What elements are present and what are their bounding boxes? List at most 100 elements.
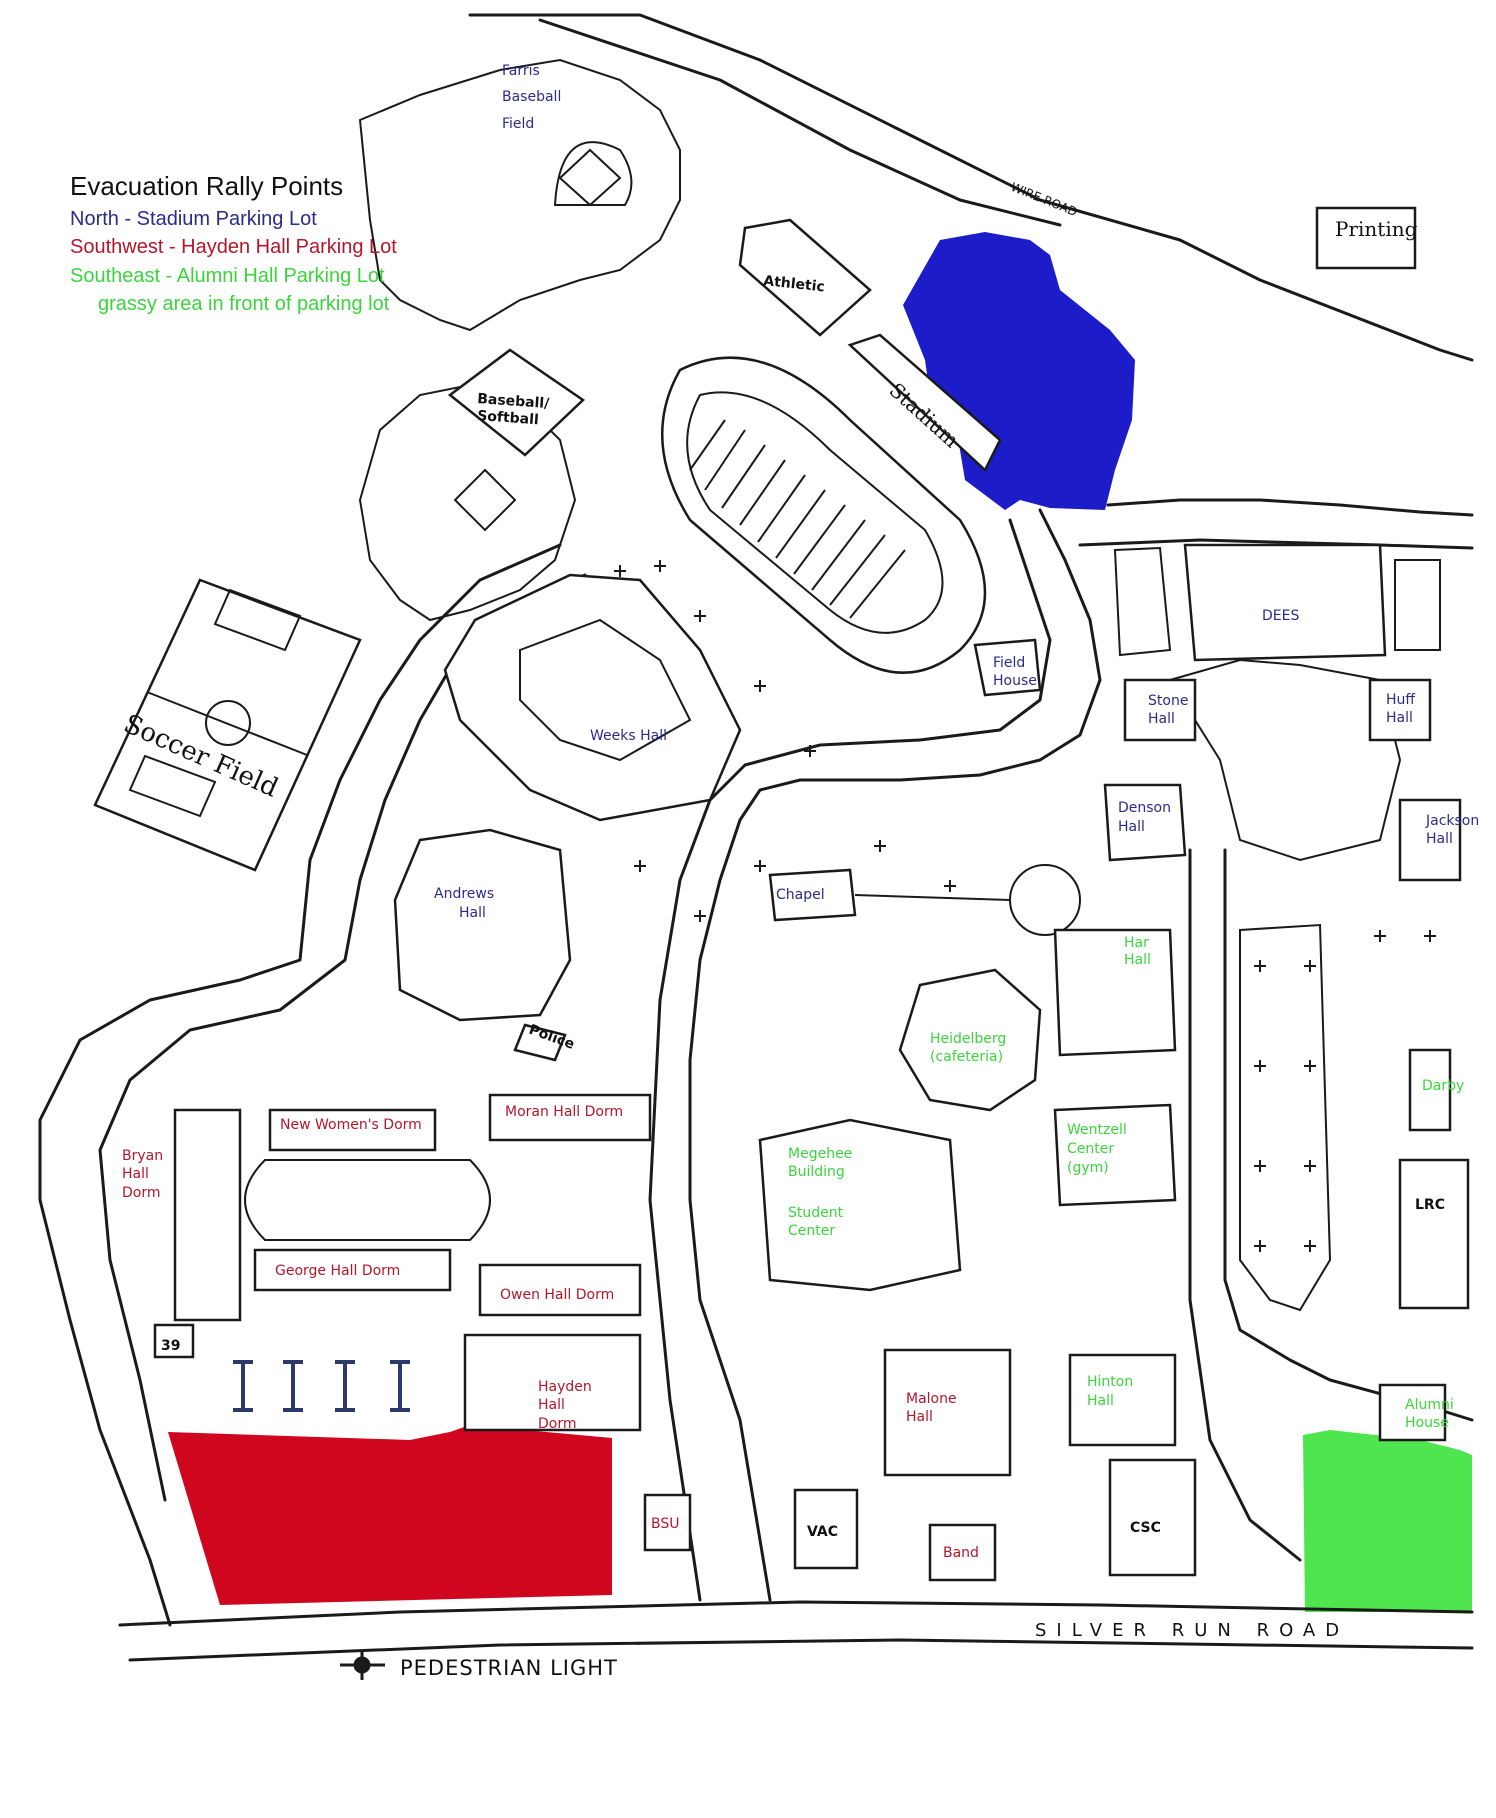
alumni-house-building — [1378, 1383, 1447, 1442]
george-hall-dorm-label: George Hall Dorm — [275, 1263, 400, 1279]
hayden-hall-label-3: Dorm — [538, 1416, 577, 1432]
farris-label-3: Field — [502, 116, 534, 132]
bryan-hall-dorm-building — [173, 1108, 242, 1322]
stadium-track — [660, 356, 987, 674]
legend-north: North - Stadium Parking Lot — [70, 208, 317, 230]
stone-hall-label-1: Stone — [1148, 693, 1188, 709]
quad-paths — [1168, 658, 1402, 862]
softball-diamond — [453, 468, 517, 532]
hinton-hall-building — [1068, 1353, 1177, 1447]
malone-hall-label-1: Malone — [906, 1391, 957, 1407]
walkway — [854, 894, 1011, 901]
dorm-oval — [244, 1159, 491, 1241]
north-lot-road — [1106, 498, 1474, 517]
printing-building — [1315, 206, 1417, 270]
baseball-softball-label-2: Softball — [477, 408, 540, 428]
darby-label: Darby — [1422, 1078, 1464, 1094]
moran-hall-dorm-label: Moran Hall Dorm — [505, 1104, 623, 1120]
field-house-label-2: House — [993, 673, 1037, 689]
dees-wing — [1113, 546, 1172, 657]
andrews-hall-building — [393, 828, 572, 1022]
heidelberg-building — [898, 968, 1042, 1112]
owen-hall-dorm-label: Owen Hall Dorm — [500, 1287, 614, 1303]
dees-label: DEES — [1262, 608, 1299, 624]
hayden-hall-label-1: Hayden — [538, 1379, 592, 1395]
stadium-building — [847, 333, 1002, 473]
farris-diamond — [558, 148, 622, 207]
malone-hall-building — [883, 1348, 1012, 1477]
band-building — [928, 1523, 997, 1582]
huff-hall-building — [1368, 678, 1432, 742]
band-label: Band — [943, 1545, 979, 1561]
athletic-label: Athletic — [763, 273, 826, 295]
owen-hall-dorm-building — [478, 1263, 642, 1317]
pedestrian-light-label: PEDESTRIAN LIGHT — [400, 1656, 618, 1680]
parking-lot-39-stalls — [233, 1360, 410, 1412]
wentzell-label-2: Center — [1067, 1141, 1114, 1157]
campus-loop-road — [688, 508, 1102, 1602]
weeks-hall-building — [443, 573, 742, 822]
hayden-hall-dorm-building — [463, 1333, 642, 1432]
wire-road-edge — [538, 18, 1062, 227]
silver-run-road — [128, 1638, 1474, 1662]
vac-building — [793, 1488, 859, 1570]
har-hall-label-1: Har — [1124, 935, 1149, 951]
megehee-label-1: Megehee — [788, 1146, 852, 1162]
farris-label-1: Farris — [502, 63, 540, 79]
moran-hall-dorm-building — [488, 1093, 652, 1142]
weeks-hall-label: Weeks Hall — [590, 728, 667, 744]
athletic-building — [738, 218, 872, 337]
soccer-field — [93, 578, 362, 872]
bryan-hall-label-1: Bryan — [122, 1148, 163, 1164]
wentzell-label-3: (gym) — [1067, 1160, 1109, 1176]
jackson-hall-label-1: Jackson — [1425, 813, 1479, 829]
weeks-hall-inner — [519, 618, 692, 762]
hayden-hall-label-2: Hall — [538, 1397, 565, 1413]
huff-hall-label-1: Huff — [1386, 692, 1415, 708]
heidelberg-label-2: (cafeteria) — [930, 1049, 1003, 1065]
southwest-rally-zone[interactable] — [168, 1425, 612, 1605]
hinton-hall-label-1: Hinton — [1087, 1374, 1133, 1390]
dees-wing — [1394, 559, 1441, 651]
baseball-softball-label-1: Baseball/ — [477, 391, 551, 412]
field-house-building — [973, 638, 1042, 697]
silver-run-road — [118, 1600, 1474, 1627]
megehee-label-2: Building — [788, 1164, 845, 1180]
andrews-hall-label-1: Andrews — [434, 886, 494, 902]
field-house-label-1: Field — [993, 655, 1025, 671]
hinton-hall-label-2: Hall — [1087, 1393, 1114, 1409]
wentzell-label-1: Wentzell — [1067, 1122, 1127, 1138]
farris-label-2: Baseball — [502, 89, 561, 105]
fountain-circle — [1009, 864, 1081, 936]
pedestrian-light-markers — [614, 560, 1436, 1252]
lot-39-label: 39 — [161, 1338, 180, 1354]
southeast-rally-zone[interactable] — [1303, 1430, 1472, 1612]
andrews-hall-label-2: Hall — [459, 905, 486, 921]
pedestrian-light-icon — [340, 1650, 385, 1680]
legend-southeast-note: grassy area in front of parking lot — [98, 293, 390, 315]
denson-hall-label-2: Hall — [1118, 819, 1145, 835]
student-center-label-2: Center — [788, 1223, 835, 1239]
west-road — [38, 543, 562, 1627]
legend-southeast: Southeast - Alumni Hall Parking Lot — [70, 265, 385, 287]
baseball-softball-building — [447, 348, 585, 457]
wire-road-label: WIRE ROAD — [1009, 180, 1079, 219]
malone-hall-label-2: Hall — [906, 1409, 933, 1425]
student-center-building — [758, 1118, 962, 1292]
bryan-hall-label-3: Dorm — [122, 1185, 161, 1201]
north-rally-zone[interactable] — [903, 232, 1135, 510]
jackson-hall-label-2: Hall — [1426, 831, 1453, 847]
chapel-label: Chapel — [776, 887, 825, 903]
denson-hall-label-1: Denson — [1118, 800, 1171, 816]
csc-label: CSC — [1130, 1520, 1161, 1536]
wentzell-center-building — [1053, 1103, 1177, 1207]
north-lot-road — [1078, 538, 1474, 550]
campus-loop-road — [648, 518, 1052, 1602]
farris-infield — [553, 141, 633, 206]
lrc-label: LRC — [1415, 1197, 1445, 1213]
silver-run-road-label: SILVER RUN ROAD — [1035, 1620, 1349, 1641]
george-hall-dorm-building — [253, 1248, 452, 1292]
student-center-label-1: Student — [788, 1205, 844, 1221]
new-womens-dorm-label: New Women's Dorm — [280, 1117, 422, 1133]
